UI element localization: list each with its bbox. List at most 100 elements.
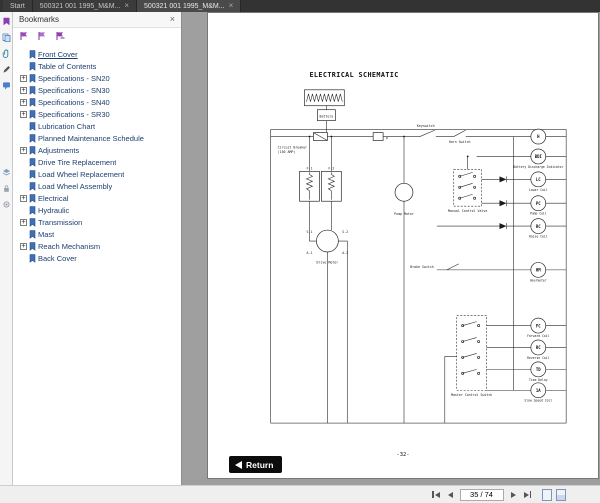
bookmark-item[interactable]: Mast [13,228,181,240]
bookmark-label[interactable]: Reach Mechanism [38,241,101,251]
page-thumbnails-icon[interactable] [2,33,11,42]
bookmark-label[interactable]: Specifications - SN30 [38,85,110,95]
bookmark-label[interactable]: Table of Contents [38,61,97,71]
comments-panel-icon[interactable] [2,81,11,90]
component-label: Hourmeter [530,278,547,282]
bookmarks-tree: Front Cover Table of Contents + Specifica… [13,46,181,485]
bookmark-label[interactable]: Planned Maintenance Schedule [38,133,144,143]
continuous-view-icon[interactable] [556,488,566,501]
collapse-all-bookmarks-button[interactable] [37,28,47,46]
expand-icon[interactable] [20,63,27,70]
expand-icon[interactable] [20,255,27,262]
resistor-f2-label: F-2 [328,166,334,170]
bookmark-item[interactable]: + Reach Mechanism [13,240,181,252]
bookmark-item[interactable]: + Specifications - SN20 [13,72,181,84]
bookmark-icon [29,181,36,191]
layers-panel-icon[interactable] [2,168,11,177]
close-tab-icon[interactable]: × [228,1,234,10]
expand-icon[interactable]: + [20,218,27,226]
component-symbol: FC [536,323,541,328]
bookmark-label[interactable]: Hydraulic [38,205,70,215]
expand-icon[interactable] [20,159,27,166]
bookmarks-panel-header: Bookmarks × [13,12,181,28]
expand-icon[interactable] [20,207,27,214]
bookmark-item[interactable]: + Adjustments [13,144,181,156]
component-symbol: LC [536,177,541,182]
bookmark-item[interactable]: + Specifications - SN30 [13,84,181,96]
bookmark-label[interactable]: Back Cover [38,253,77,263]
bookmark-item[interactable]: + Transmission [13,216,181,228]
first-page-button[interactable] [431,490,441,499]
tab-document-2[interactable]: 500321 001 1995_M&M... × [137,0,242,12]
horn-switch-label: Horn Switch [449,140,471,144]
bookmark-item[interactable]: Load Wheel Replacement [13,168,181,180]
bookmark-label[interactable]: Transmission [38,217,83,227]
component-label: Battery Discharge Indicator [513,165,563,169]
close-tab-icon[interactable]: × [124,1,130,10]
expand-icon[interactable]: + [20,194,27,202]
properties-panel-icon[interactable] [2,200,11,209]
tab-bar: Start 500321 001 1995_M&M... × 500321 00… [0,0,600,12]
prev-page-button[interactable] [447,491,454,499]
bookmark-item[interactable]: Load Wheel Assembly [13,180,181,192]
expand-icon[interactable] [20,231,27,238]
bookmarks-panel-icon[interactable] [2,17,11,26]
drive-motor-label: Drive Motor [317,260,339,264]
expand-icon[interactable] [20,51,27,58]
terminal-a2: A-2 [342,251,348,255]
component-reverse-coil: RC Reverse Coil [527,339,550,360]
bookmark-item[interactable]: Hydraulic [13,204,181,216]
bookmark-label[interactable]: Load Wheel Replacement [38,169,125,179]
last-page-button[interactable] [523,490,533,499]
bookmark-label[interactable]: Mast [38,229,55,239]
return-button[interactable]: Return [229,456,283,473]
manual-control-valve-symbol: Manual Control Valve [448,169,487,213]
page-indicator-input[interactable] [459,488,504,501]
bookmark-label[interactable]: Adjustments [38,145,80,155]
tab-start[interactable]: Start [3,0,33,12]
expand-icon[interactable]: + [20,242,27,250]
component-time-delay: TD Time Delay [529,361,548,382]
bookmark-label[interactable]: Drive Tire Replacement [38,157,117,167]
bookmark-item[interactable]: Back Cover [13,252,181,264]
bookmark-item[interactable]: + Specifications - SN40 [13,96,181,108]
drive-motor-symbol: S-1 S-2 A-1 A-2 Drive Motor [307,229,348,264]
bookmark-item[interactable]: Lubrication Chart [13,120,181,132]
bookmark-icon [29,49,36,59]
attachments-panel-icon[interactable] [2,49,11,58]
bookmark-label[interactable]: Specifications - SN40 [38,97,110,107]
expand-icon[interactable]: + [20,110,27,118]
bookmarks-toolbar [13,28,181,46]
expand-icon[interactable] [20,183,27,190]
expand-icon[interactable]: + [20,86,27,94]
expand-icon[interactable] [20,135,27,142]
security-panel-icon[interactable] [2,184,11,193]
bookmark-label[interactable]: Specifications - SN20 [38,73,110,83]
bookmark-item[interactable]: + Specifications - SR30 [13,108,181,120]
close-bookmarks-panel-icon[interactable]: × [169,14,175,24]
bookmark-item[interactable]: Table of Contents [13,60,181,72]
bookmark-label[interactable]: Load Wheel Assembly [38,181,113,191]
expand-icon[interactable] [20,123,27,130]
expand-icon[interactable]: + [20,98,27,106]
bookmark-label[interactable]: Electrical [38,193,69,203]
bookmark-options-button[interactable] [55,28,65,46]
expand-all-bookmarks-button[interactable] [19,28,29,46]
bookmark-item[interactable]: Front Cover [13,48,181,60]
bookmark-label[interactable]: Specifications - SR30 [38,109,110,119]
next-page-button[interactable] [510,491,517,499]
navigation-panel-strip [0,12,13,485]
expand-icon[interactable]: + [20,146,27,154]
bookmark-label[interactable]: Lubrication Chart [38,121,96,131]
expand-icon[interactable]: + [20,74,27,82]
single-page-view-icon[interactable] [542,488,552,501]
tab-document-1[interactable]: 500321 001 1995_M&M... × [32,0,138,12]
bookmark-item[interactable]: Drive Tire Replacement [13,156,181,168]
expand-icon[interactable] [20,171,27,178]
bookmark-item[interactable]: Planned Maintenance Schedule [13,132,181,144]
signature-panel-icon[interactable] [2,65,11,74]
bookmark-item[interactable]: + Electrical [13,192,181,204]
pump-motor-label: Pump Motor [394,212,414,216]
bookmark-label[interactable]: Front Cover [38,49,78,59]
